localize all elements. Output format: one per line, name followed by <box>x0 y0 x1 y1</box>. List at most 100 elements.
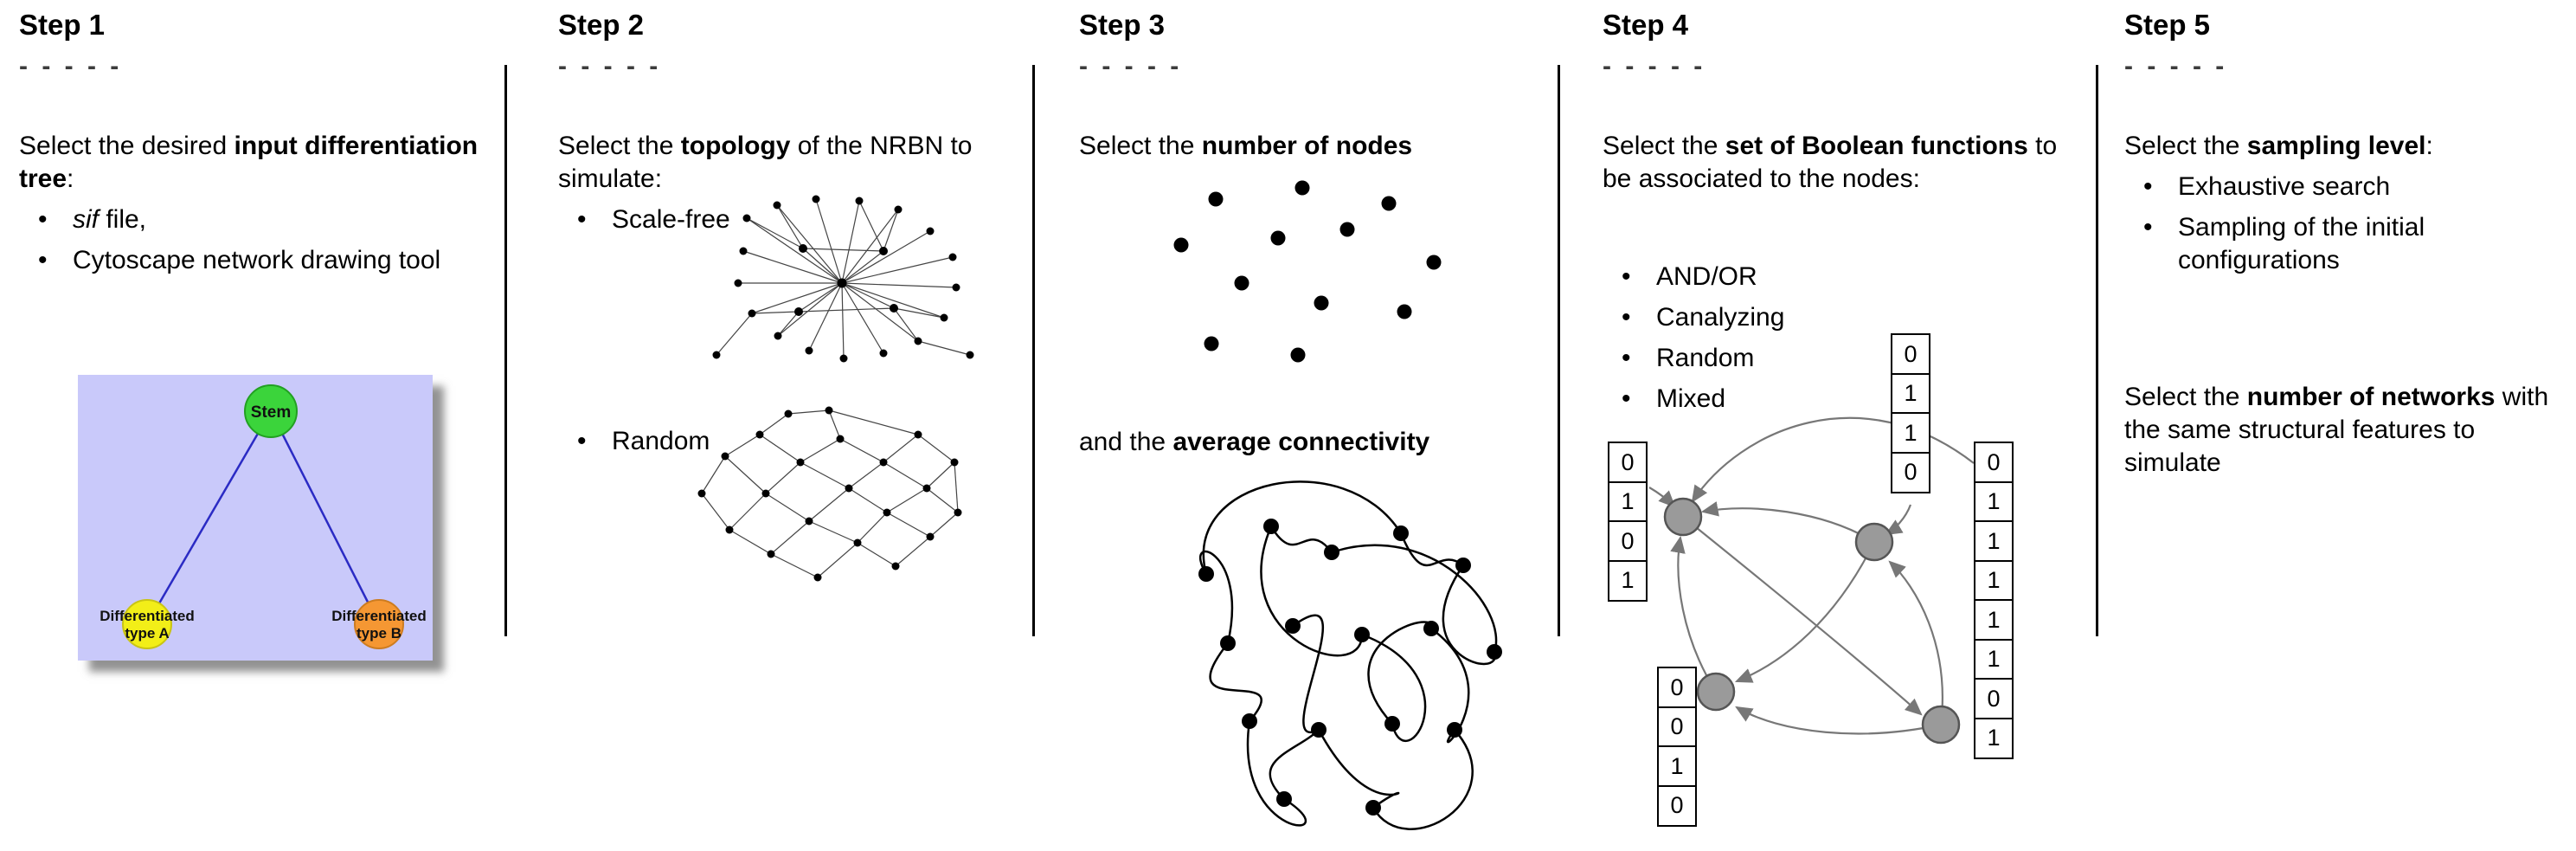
step1-bullet-cytoscape: Cytoscape network drawing tool <box>19 244 493 277</box>
connectivity-tangle-graphic <box>1198 480 1502 830</box>
truth-table-cell: 1 <box>1608 480 1648 523</box>
step5-text: Select the sampling level: Exhaustive se… <box>2124 130 2561 277</box>
type-a-label-line2: type A <box>125 625 169 641</box>
truth-table-cell: 1 <box>1974 599 2014 641</box>
step2-title: Step 2 <box>558 9 645 41</box>
truth-table-cell: 0 <box>1891 333 1930 375</box>
step3-line2: and the average connectivity <box>1079 426 1551 459</box>
truth-table-cell: 1 <box>1974 520 2014 562</box>
step4-column: Step 4 - - - - - Select the set of Boole… <box>1603 0 2089 851</box>
random-network-graphic <box>697 406 962 582</box>
truth-table-cell: 0 <box>1657 784 1697 827</box>
step5-intro-pre: Select the <box>2124 132 2247 160</box>
column-divider-3 <box>1558 65 1560 636</box>
type-b-node <box>354 599 404 649</box>
type-a-node <box>122 599 172 649</box>
step3-line2-pre: and the <box>1079 428 1173 456</box>
truth-table-cell: 1 <box>1608 559 1648 602</box>
tree-edge <box>269 410 381 625</box>
step1-intro: Select the desired input differentiation… <box>19 130 493 196</box>
step2-intro-pre: Select the <box>558 132 681 160</box>
step2-column: Step 2 - - - - - Select the topology of … <box>558 0 1025 851</box>
truth-table-cell: 0 <box>1608 520 1648 562</box>
step5-bullet: Sampling of the initial configurations <box>2124 211 2561 277</box>
differentiation-tree-figure: Stem Differentiated type A Differentiate… <box>78 375 433 661</box>
truth-table-cell: 0 <box>1608 442 1648 483</box>
step5-intro: Select the sampling level: <box>2124 130 2561 163</box>
type-b-label-line1: Differentiated <box>331 608 427 624</box>
truth-table-cell: 0 <box>1657 706 1697 748</box>
step4-intro-pre: Select the <box>1603 132 1725 160</box>
step5-dashes: - - - - - <box>2124 52 2228 81</box>
step4-bullet-list: AND/ORCanalyzingRandomMixed <box>1603 253 1879 416</box>
step5-column: Step 5 - - - - - Select the sampling lev… <box>2124 0 2561 851</box>
step1-text: Select the desired input differentiation… <box>19 130 493 277</box>
step3-line1: and the Select the number of nodes <box>1079 130 1551 163</box>
step2-bullet-random: Random <box>558 425 818 458</box>
boolean-network-graphic <box>1648 416 1975 745</box>
step3-line2-bold: average connectivity <box>1172 428 1430 456</box>
step5-networks-bold: number of networks <box>2246 383 2496 411</box>
truth-table-cell: 1 <box>1974 717 2014 759</box>
step2-intro-post: of the NRBN to simulate: <box>558 132 973 194</box>
step1-intro-pre: Select the desired <box>19 132 234 160</box>
truth-table-cell: 1 <box>1891 412 1930 454</box>
step4-bullet: Mixed <box>1603 383 1879 416</box>
type-b-label-line2: type B <box>357 625 401 641</box>
step3-line1-pre2: Select the <box>1079 132 1202 160</box>
boolean-node <box>1921 705 1961 745</box>
truth-table-cell: 1 <box>1974 638 2014 680</box>
step3-line1-bold: number of nodes <box>1201 132 1413 160</box>
sif-italic: sif <box>73 205 99 235</box>
stem-node <box>244 384 298 438</box>
column-divider-4 <box>2096 65 2098 636</box>
truth-table-cell: 0 <box>1891 451 1930 493</box>
truth-table-cell: 1 <box>1974 559 2014 602</box>
step4-intro-bold: set of Boolean functions <box>1725 132 2028 160</box>
scale-free-network-graphic <box>712 195 974 363</box>
truth-table-cell: 1 <box>1657 745 1697 787</box>
tree-edge <box>145 410 273 625</box>
step3-dashes: - - - - - <box>1079 52 1183 81</box>
step3-column: Step 3 - - - - - and the Select the numb… <box>1079 0 1551 851</box>
truth-table-cell: 1 <box>1974 480 2014 523</box>
truth-table-cell: 0 <box>1974 678 2014 719</box>
step1-intro-post: : <box>67 164 74 194</box>
step4-intro-post: to be associated to the nodes: <box>1603 132 2058 194</box>
sif-rest: file, <box>99 205 147 235</box>
step1-intro-bold: input differentiation tree <box>19 132 479 194</box>
step4-bullet: AND/OR <box>1603 261 1879 293</box>
step2-bullet-scalefree: Scale-free <box>558 203 1017 236</box>
step5-networks-post: with the same structural features to sim… <box>2124 383 2549 478</box>
step3-title: Step 3 <box>1079 9 1166 41</box>
step5-bullet-list: Exhaustive searchSampling of the initial… <box>2124 171 2561 277</box>
boolean-node <box>1663 497 1703 537</box>
step2-text: Select the topology of the NRBN to simul… <box>558 130 1017 236</box>
type-a-label-line1: Differentiated <box>100 608 195 624</box>
column-divider-1 <box>504 65 507 636</box>
boolean-node <box>1854 522 1894 562</box>
differentiation-tree-svg: Stem Differentiated type A Differentiate… <box>100 384 427 649</box>
truth-table-cell: 0 <box>1974 442 2014 483</box>
step2-dashes: - - - - - <box>558 52 662 81</box>
step4-dashes: - - - - - <box>1603 52 1706 81</box>
step1-dashes: - - - - - <box>19 52 123 81</box>
step1-title: Step 1 <box>19 9 106 41</box>
step5-title: Step 5 <box>2124 9 2211 41</box>
step4-bullet: Canalyzing <box>1603 301 1879 334</box>
column-divider-2 <box>1032 65 1035 636</box>
step1-column: Step 1 - - - - - Select the desired inpu… <box>19 0 493 851</box>
step2-intro-bold: topology <box>680 132 791 160</box>
stem-label: Stem <box>251 403 291 422</box>
step5-networks-pre: Select the <box>2124 383 2247 411</box>
truth-table-cell: 1 <box>1891 372 1930 415</box>
step4-intro: Select the set of Boolean functions to b… <box>1603 130 2074 196</box>
step2-intro: Select the topology of the NRBN to simul… <box>558 130 1017 196</box>
step1-bullet-sif: sif file, <box>19 203 493 236</box>
step5-intro-post: : <box>2425 132 2433 160</box>
step4-title: Step 4 <box>1603 9 1689 41</box>
